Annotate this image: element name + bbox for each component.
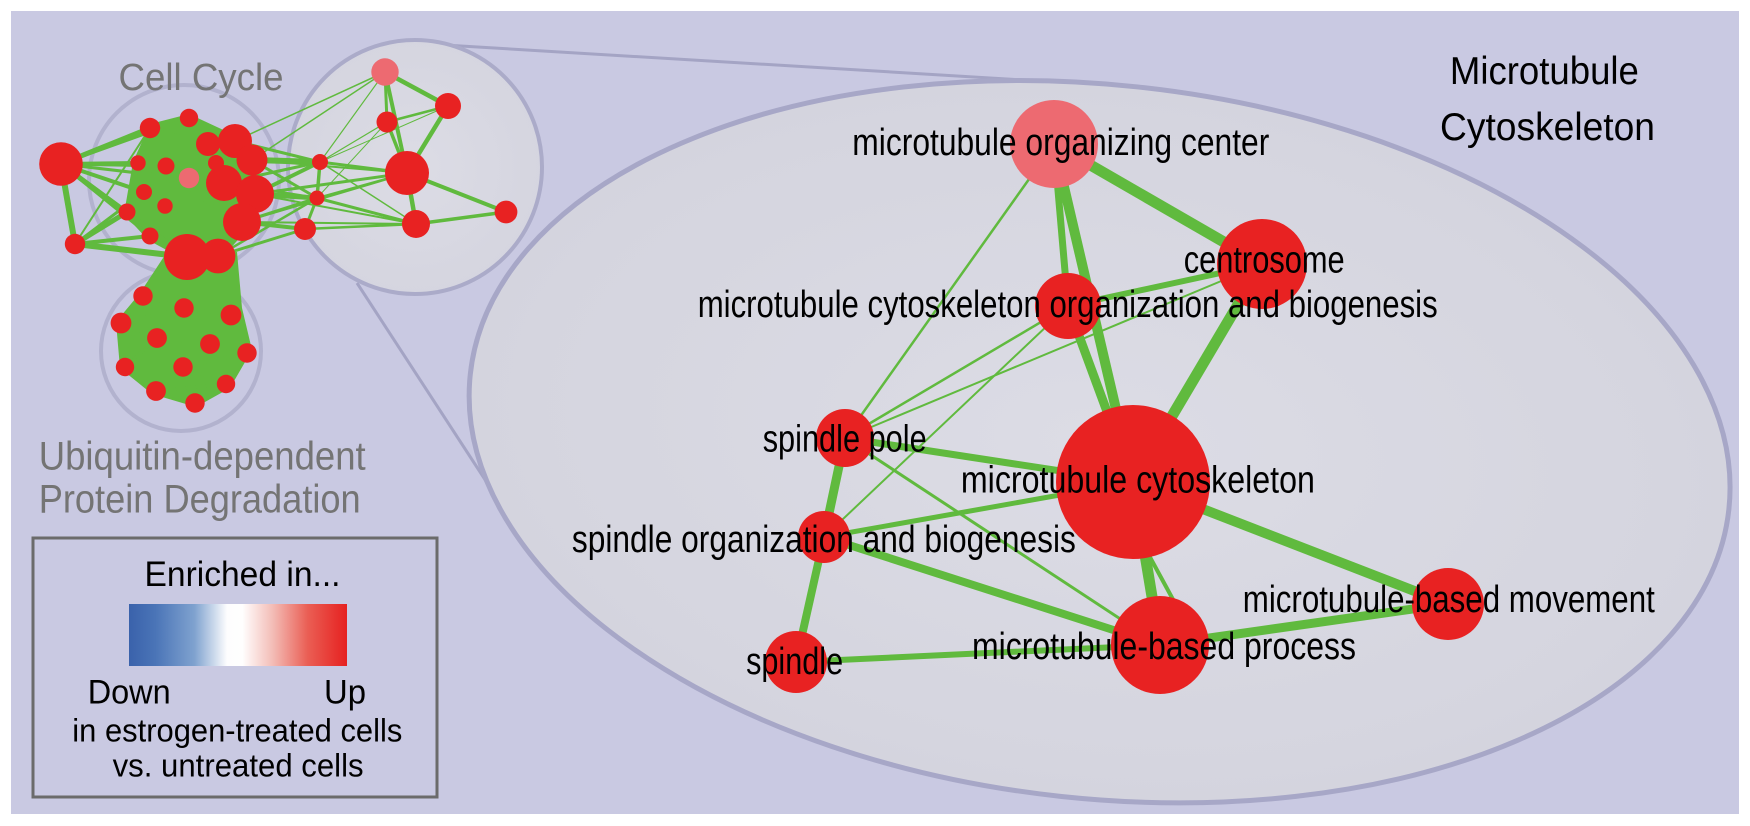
svg-text:microtubule-based movement: microtubule-based movement <box>1243 579 1655 621</box>
svg-text:spindle: spindle <box>746 641 843 683</box>
svg-text:Down: Down <box>88 673 171 711</box>
svg-text:Cell Cycle: Cell Cycle <box>119 57 284 99</box>
svg-text:microtubule cytoskeleton: microtubule cytoskeleton <box>961 460 1315 502</box>
svg-text:Enriched in...: Enriched in... <box>145 555 341 594</box>
svg-text:spindle pole: spindle pole <box>763 419 927 461</box>
svg-text:Ubiquitin-dependent: Ubiquitin-dependent <box>39 435 366 479</box>
svg-text:in estrogen-treated cells: in estrogen-treated cells <box>72 713 402 749</box>
svg-text:Microtubule: Microtubule <box>1450 50 1639 93</box>
svg-text:Up: Up <box>324 673 366 711</box>
svg-text:centrosome: centrosome <box>1184 239 1345 281</box>
svg-text:Cytoskeleton: Cytoskeleton <box>1440 106 1655 149</box>
svg-text:spindle organization and bioge: spindle organization and biogenesis <box>572 519 1076 561</box>
svg-text:vs. untreated cells: vs. untreated cells <box>113 748 364 784</box>
svg-text:microtubule organizing center: microtubule organizing center <box>852 122 1269 164</box>
svg-text:Protein Degradation: Protein Degradation <box>39 478 361 522</box>
svg-text:microtubule cytoskeleton organ: microtubule cytoskeleton organization an… <box>698 284 1438 326</box>
svg-text:microtubule-based process: microtubule-based process <box>972 626 1356 668</box>
